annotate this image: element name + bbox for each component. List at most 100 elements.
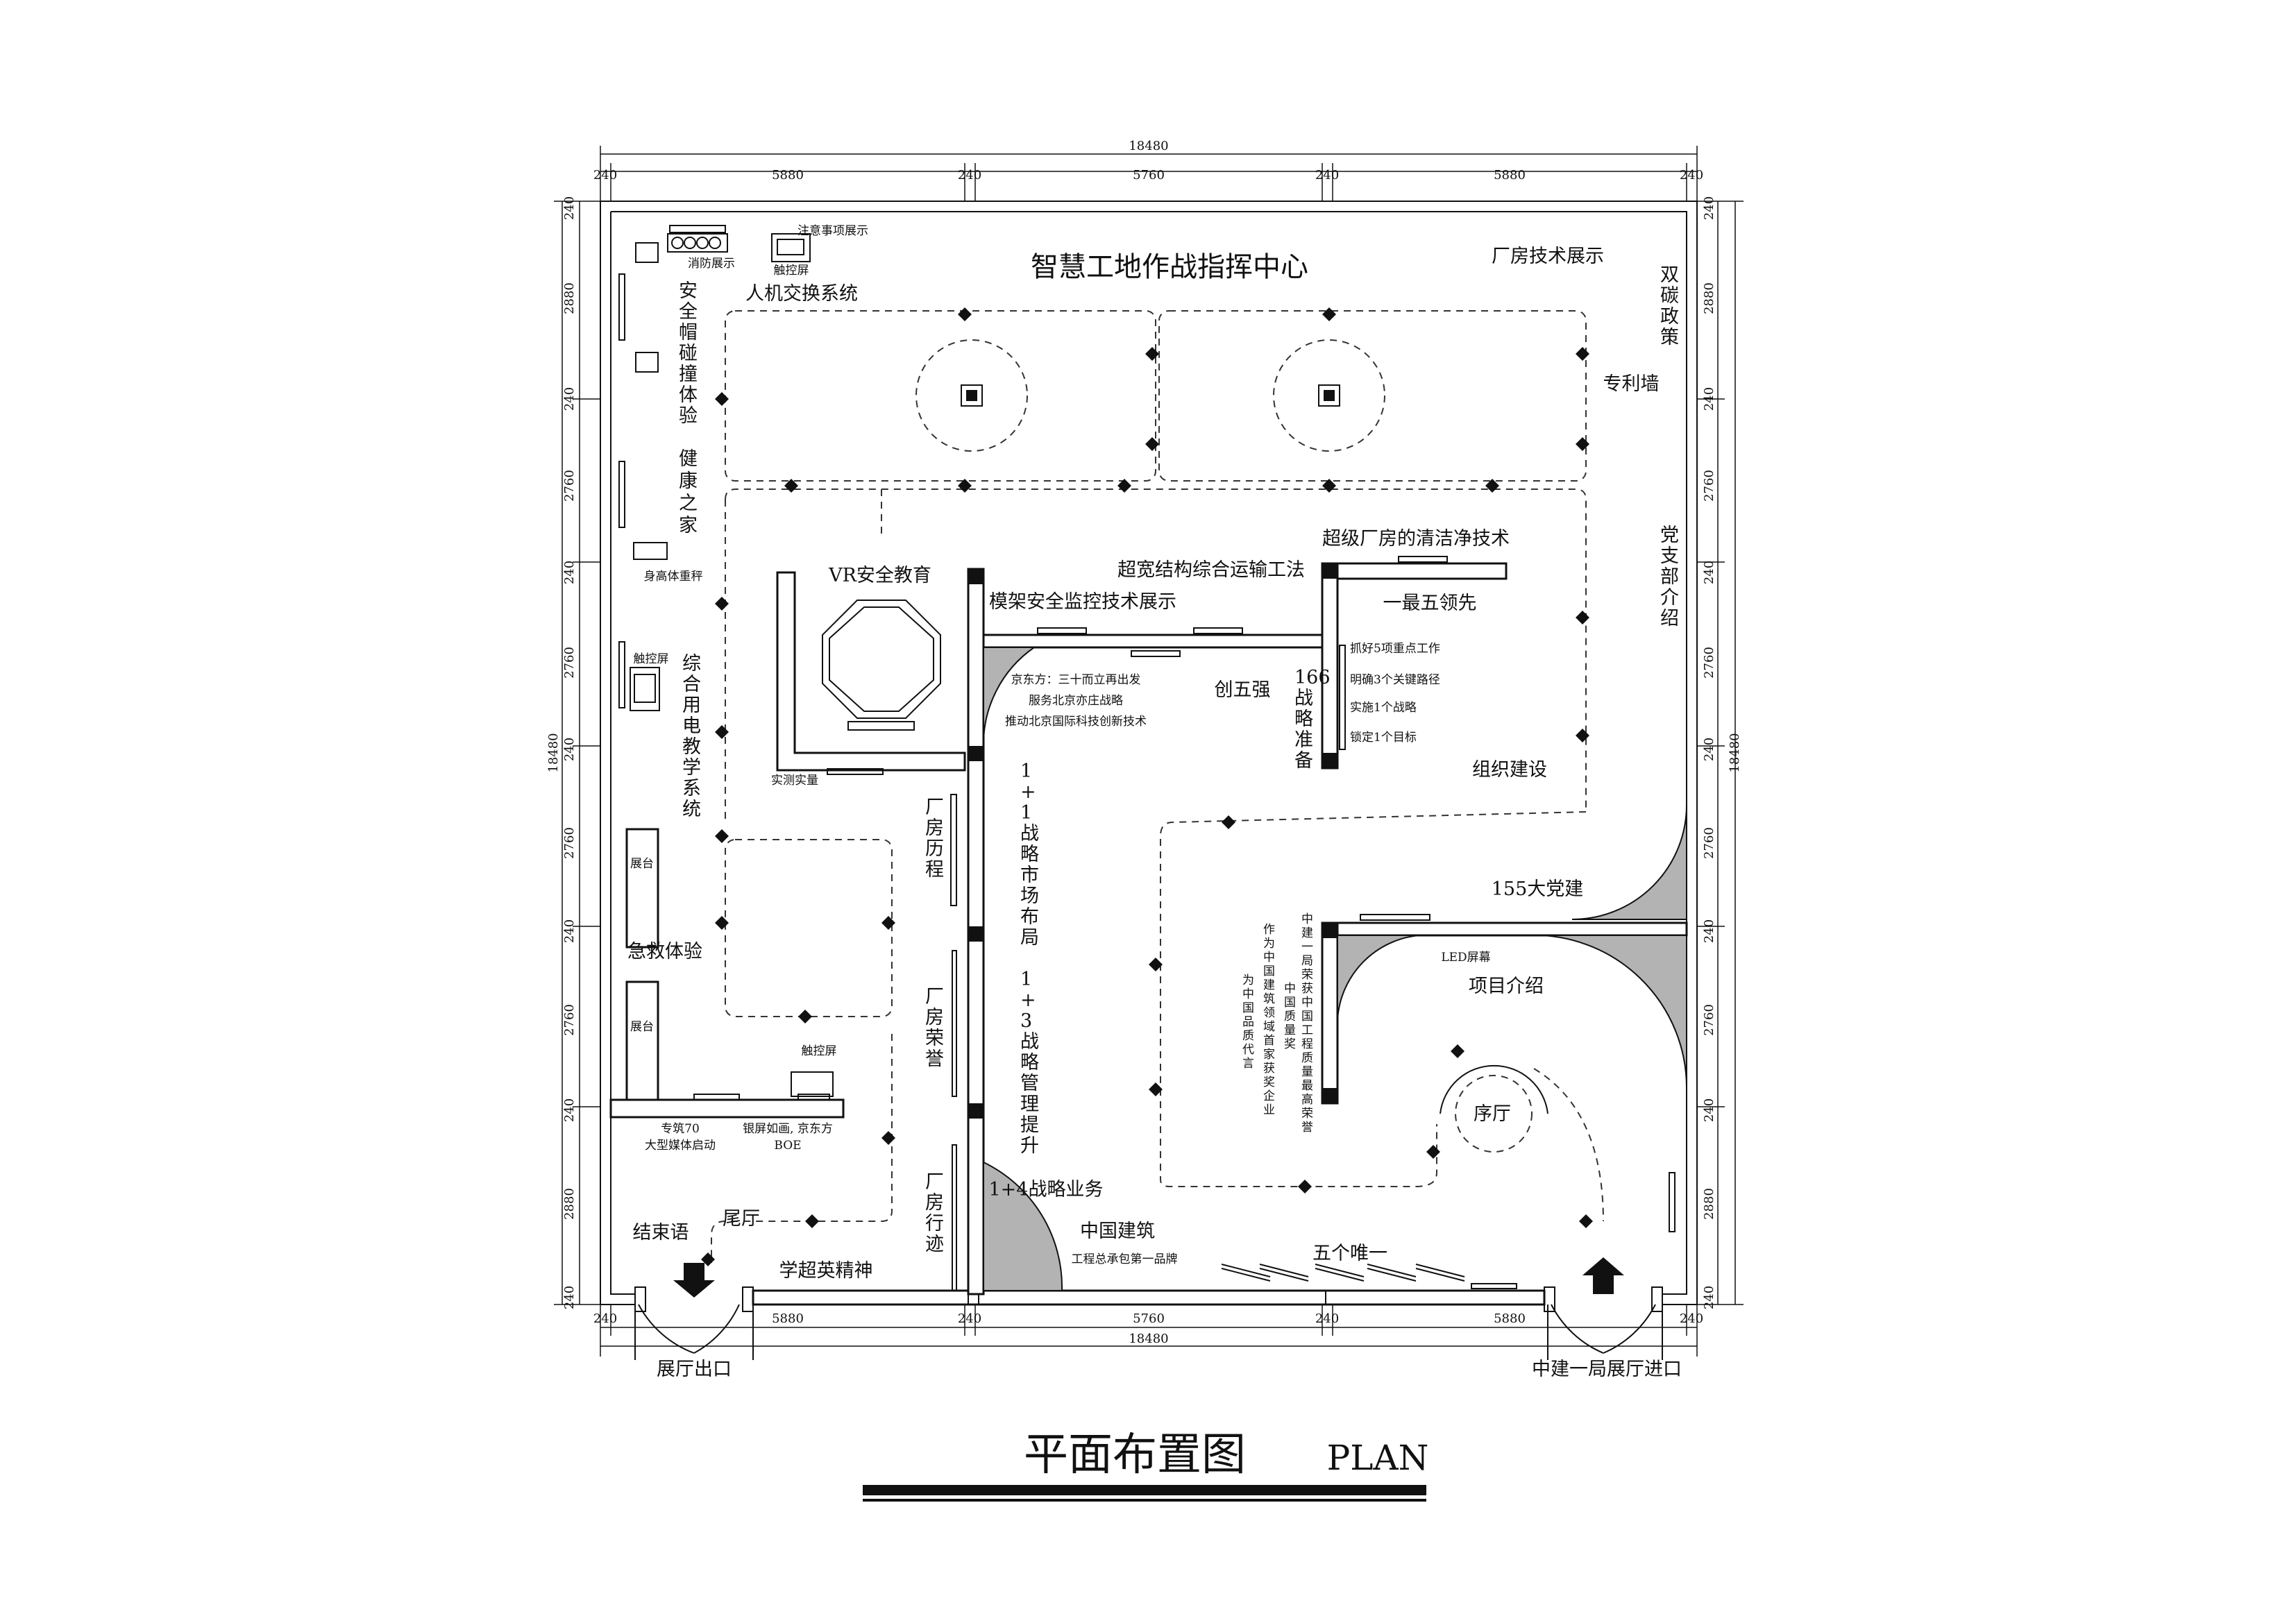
dim-left-seg: 2760 <box>562 827 577 859</box>
dim-right-seg: 240 <box>1702 387 1716 411</box>
fire-display-icon <box>667 225 728 253</box>
bottom-left-partition <box>609 1071 845 1119</box>
label-dual-carbon: 双碳政策 <box>1660 264 1679 348</box>
label-prelude-hall: 序厅 <box>1474 1103 1511 1125</box>
label-first-aid: 急救体验 <box>627 941 702 962</box>
label-general-contract-brand: 工程总承包第一品牌 <box>1072 1252 1178 1266</box>
dim-left-seg: 240 <box>562 1286 577 1309</box>
dim-bottom-seg: 5880 <box>1494 1311 1526 1326</box>
gray-wedge-upper <box>982 647 1037 747</box>
entrance-arrow-icon <box>1582 1257 1624 1294</box>
label-exhibit-exit: 展厅出口 <box>657 1359 732 1380</box>
dim-left-seg: 240 <box>562 738 577 761</box>
label-super-clean-tech: 超级厂房的清洁净技术 <box>1322 528 1510 550</box>
label-actual-measurement: 实测实量 <box>771 774 818 788</box>
dim-right-total: 18480 <box>1728 733 1742 772</box>
door-exit <box>634 1304 754 1360</box>
label-touchscreen-left: 触控屏 <box>634 652 669 666</box>
dim-right-seg: 2880 <box>1702 282 1716 314</box>
label-formwork-monitoring: 模架安全监控技术展示 <box>989 591 1176 613</box>
label-touchscreen-top: 触控屏 <box>774 264 809 278</box>
dim-top-seg: 5880 <box>772 168 804 182</box>
label-fire-display: 消防展示 <box>688 257 735 271</box>
t-wall-one-most-five <box>1321 556 1508 770</box>
upper-horizontal-wall <box>982 627 1335 657</box>
label-height-weight: 身高体重秤 <box>644 570 703 584</box>
label-factory-tech-display: 厂房技术展示 <box>1492 246 1604 267</box>
dim-right-seg: 2760 <box>1702 1004 1716 1036</box>
plan-title-zh: 平面布置图 <box>1024 1429 1246 1481</box>
label-electric-education: 综合用电教学系统 <box>682 653 701 820</box>
dim-bottom-seg: 5760 <box>1133 1311 1165 1326</box>
dim-left-segments: 240 2880 240 2760 240 2760 240 2760 240 … <box>562 196 577 1309</box>
label-wide-structure: 超宽结构综合运输工法 <box>1117 559 1305 581</box>
dim-top-segments: 240 5880 240 5760 240 5880 240 <box>593 168 1703 182</box>
dim-left-seg: 240 <box>562 387 577 411</box>
title-underline <box>863 1485 1426 1495</box>
label-create-five-strong: 创五强 <box>1215 679 1271 701</box>
dim-left-seg: 240 <box>562 1098 577 1122</box>
dim-right-seg: 240 <box>1702 919 1716 943</box>
label-notice-display: 注意事项展示 <box>797 224 868 238</box>
dim-bottom-seg: 5880 <box>772 1311 804 1326</box>
dim-left-seg: 2880 <box>562 1188 577 1220</box>
dimension-lines <box>554 146 1744 1357</box>
label-patent-wall: 专利墙 <box>1603 373 1660 395</box>
door-entrance <box>1547 1304 1663 1360</box>
dim-top-seg: 5880 <box>1494 168 1526 182</box>
label-hci-system: 人机交换系统 <box>745 283 858 305</box>
dim-top-seg: 240 <box>1680 168 1703 182</box>
dim-right-segments: 240 2880 240 2760 240 2760 240 2760 240 … <box>1702 196 1716 1309</box>
dim-bottom-segments: 240 5880 240 5760 240 5880 240 <box>593 1311 1703 1326</box>
label-three-key-paths: 明确3个关键路径 <box>1350 673 1440 687</box>
dim-right-seg: 240 <box>1702 1098 1716 1122</box>
first-aid-dashed-room <box>725 839 893 1017</box>
dim-right-seg: 240 <box>1702 561 1716 584</box>
dim-right-seg: 2760 <box>1702 470 1716 502</box>
label-strategy-business: 1+4战略业务 <box>989 1179 1104 1200</box>
dim-right-seg: 240 <box>1702 1286 1716 1309</box>
label-health-home: 健康之家 <box>679 448 698 536</box>
dim-bottom-seg: 240 <box>1315 1311 1339 1326</box>
label-factory-history: 厂房历程 <box>925 797 944 881</box>
touchscreen-top <box>771 233 811 262</box>
outer-walls <box>600 201 1698 1312</box>
label-tail-hall: 尾厅 <box>723 1208 760 1230</box>
label-boe-text: 京东方：三十而立再出发服务北京亦庄战略推动北京国际科技创新技术 <box>1005 673 1147 729</box>
dim-right-seg: 2760 <box>1702 827 1716 859</box>
label-project-intro: 项目介绍 <box>1469 976 1544 997</box>
dim-left-seg: 240 <box>562 561 577 584</box>
label-honor-col2: 中国质量奖 <box>1284 982 1296 1051</box>
dim-left-seg: 2760 <box>562 1004 577 1036</box>
label-honor-col1: 中建一局荣获中国工程质量最高荣誉 <box>1301 912 1313 1135</box>
dim-left-seg: 2880 <box>562 282 577 314</box>
right-lower-walls <box>1321 804 1688 1232</box>
dim-left-seg: 2760 <box>562 647 577 679</box>
label-closing: 结束语 <box>633 1222 689 1243</box>
label-factory-footprint: 厂房行迹 <box>925 1171 944 1255</box>
label-one-goal: 锁定1个目标 <box>1350 731 1417 745</box>
dim-top-seg: 5760 <box>1133 168 1165 182</box>
label-party-branch: 党支部介绍 <box>1660 525 1679 629</box>
label-five-unique: 五个唯一 <box>1312 1243 1387 1264</box>
dim-left-seg: 240 <box>562 196 577 220</box>
dim-top-total: 18480 <box>1129 139 1168 153</box>
plan-title-en: PLAN <box>1327 1438 1429 1478</box>
left-wall-displays <box>618 242 668 1101</box>
dim-right-seg: 2760 <box>1702 647 1716 679</box>
dim-left-seg: 2760 <box>562 470 577 502</box>
wall-markers <box>701 307 1593 1266</box>
dim-top-seg: 240 <box>593 168 617 182</box>
label-one-most-five: 一最五领先 <box>1383 593 1477 614</box>
dim-top-seg: 240 <box>1315 168 1339 182</box>
dim-top-seg: 240 <box>958 168 981 182</box>
label-display-stand-1: 展台 <box>630 857 654 871</box>
label-factory-honor: 厂房荣誉 <box>925 986 944 1070</box>
exit-arrow-icon <box>673 1263 715 1298</box>
label-five-key-tasks: 抓好5项重点工作 <box>1350 642 1440 656</box>
